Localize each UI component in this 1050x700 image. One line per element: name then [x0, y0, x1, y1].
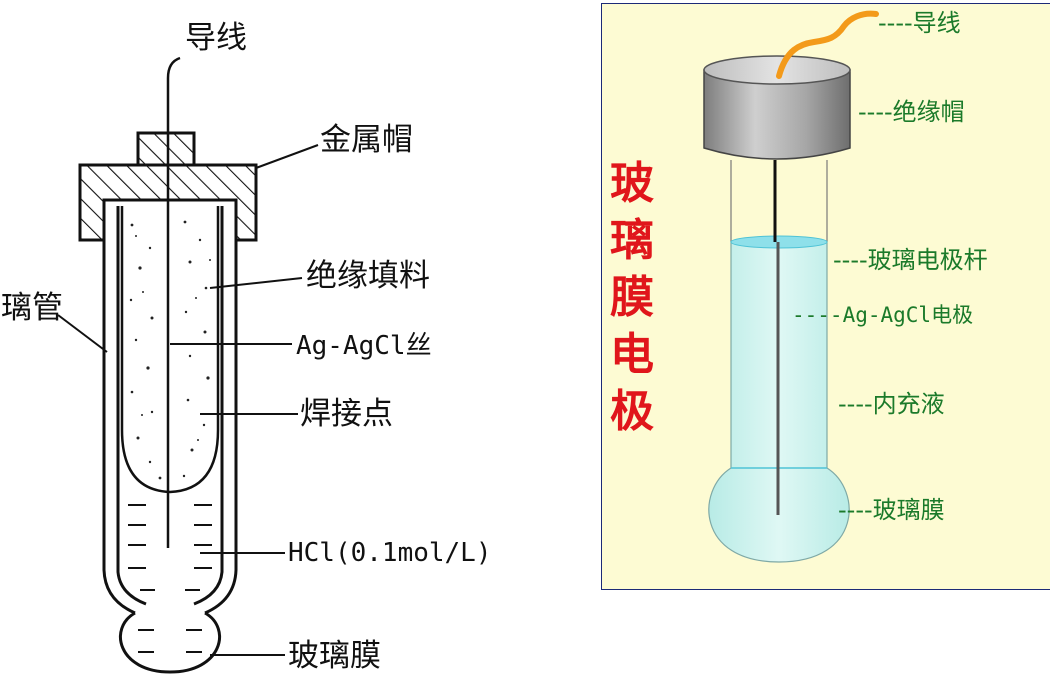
- left-schematic: [57, 56, 319, 674]
- label-solder-point: 焊接点: [300, 396, 393, 432]
- label-hcl: HCl(0.1mol/L): [288, 538, 492, 568]
- label-electrode-rod: ----玻璃电极杆: [833, 246, 988, 274]
- label-right-wire: ----导线: [878, 9, 961, 37]
- label-ag-agcl-electrode: ----Ag-AgCl电极: [792, 303, 974, 327]
- filler-dots: [129, 220, 211, 480]
- label-glass-membrane: 玻璃膜: [288, 638, 381, 674]
- panel-title-vertical: 玻 璃 膜 电 极: [600, 155, 664, 440]
- glass-membrane-bulb: [119, 611, 221, 674]
- leader-lines: [57, 144, 319, 656]
- label-ag-agcl-wire: Ag-AgCl丝: [296, 331, 432, 361]
- insulating-cap-shape: [703, 55, 851, 160]
- lead-wire: [166, 56, 181, 500]
- right-illustration: [703, 10, 879, 563]
- hcl-solution-dashes: [128, 504, 212, 653]
- title-char: 极: [610, 386, 654, 437]
- label-wire: 导线: [185, 20, 247, 56]
- label-insulating-cap: ----绝缘帽: [858, 98, 965, 126]
- label-glass-tube: 玻璃管: [0, 290, 63, 326]
- label-metal-cap: 金属帽: [320, 122, 413, 158]
- title-char: 璃: [610, 215, 654, 266]
- title-char: 电: [610, 329, 654, 380]
- title-char: 玻: [610, 158, 654, 209]
- glass-tube-shape: [102, 200, 238, 615]
- label-right-glass-membrane: ----玻璃膜: [838, 496, 945, 524]
- filler-compartment: [120, 206, 220, 494]
- label-insulating-filler: 绝缘填料: [306, 258, 430, 294]
- orange-wire: [776, 10, 879, 79]
- label-inner-solution: ----内充液: [838, 390, 945, 418]
- electrode-rod-upper: [730, 160, 828, 242]
- title-char: 膜: [610, 272, 654, 323]
